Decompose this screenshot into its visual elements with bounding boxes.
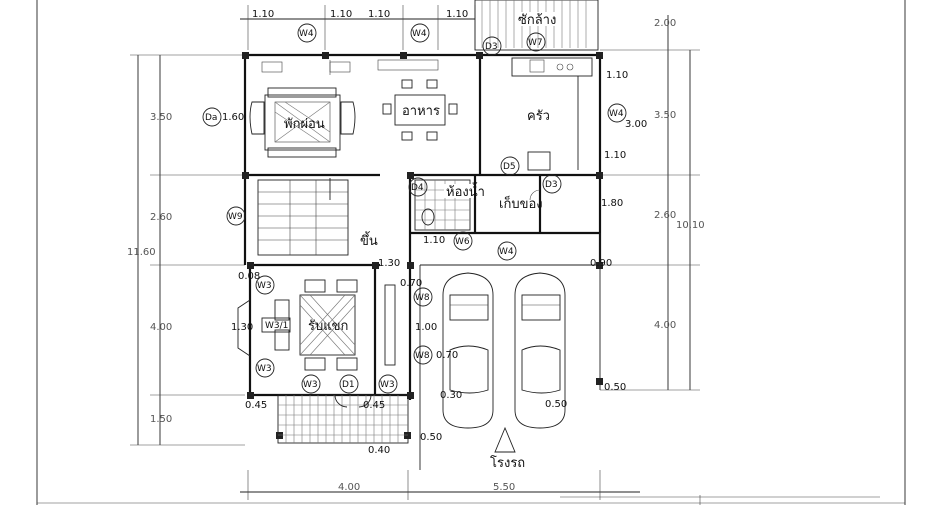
room-label-storage: เก็บของ [499,194,543,212]
room-label-reception: รับแขก [308,319,348,334]
tag-w4-right: W4 [609,109,624,119]
tag-w3-upper: W3 [257,281,272,291]
dim-right-total: 10.10 [676,220,705,231]
dim-inner-0-08: 0.08 [238,271,260,282]
dim-inner-0-50-b: 0.50 [545,399,567,410]
tag-w8-lower: W8 [415,351,430,361]
dim-right-2: 3.50 [654,110,676,121]
columns [242,52,603,439]
tag-w8-upper: W8 [415,293,430,303]
dim-inner-3-00: 3.00 [625,119,647,130]
room-label-laundry: ซักล้าง [518,13,556,28]
bottom-dimension-chain: 4.00 5.50 [240,470,640,500]
dim-inner-0-50-a: 0.50 [604,382,626,393]
storage-room: เก็บของ [499,189,543,212]
tag-w6: W6 [455,237,470,247]
top-dimension-chain: 1.10 1.10 1.10 1.10 [240,5,476,50]
dim-right-4: 4.00 [654,320,676,331]
inner-dimensions: 1.60 1.10 3.00 1.10 1.80 1.10 1.30 0.90 … [222,70,647,456]
dim-bottom-2: 5.50 [493,482,515,493]
bathroom: ห้องน้ำ [414,179,485,231]
laundry-area: ซักล้าง [474,0,599,51]
staircase: ขึ้น [257,178,378,256]
dim-inner-1-30-b: 1.30 [231,322,253,333]
dim-inner-0-45-b: 0.45 [363,400,385,411]
tag-da: Da [205,113,217,123]
dim-left-total: 11.60 [127,247,156,258]
living-room: พักผ่อน [249,60,356,158]
tag-w3-front-right: W3 [380,380,395,390]
opening-tags: W4 W4 W7 D3 Da W4 D5 D4 D3 W9 W6 W4 W3 W… [202,23,627,394]
label-stairs-up: ขึ้น [360,231,378,249]
dim-inner-0-90: 0.90 [590,258,612,269]
tag-d3-top: D3 [485,42,498,52]
tag-w7: W7 [528,38,543,48]
exterior-walls [243,53,602,400]
dim-inner-0-50-c: 0.50 [420,432,442,443]
dim-right-3: 2.60 [654,210,676,221]
room-label-kitchen: ครัว [527,109,550,124]
dim-top-2: 1.10 [330,9,352,20]
sheet-frame [36,0,906,505]
room-label-living: พักผ่อน [284,117,325,132]
tag-w4-top-left: W4 [299,29,314,39]
dim-inner-1-10-c: 1.10 [423,235,445,246]
tag-w4-garage: W4 [499,247,514,257]
dim-top-4: 1.10 [446,9,468,20]
dim-inner-1-10-b: 1.10 [604,150,626,161]
dining-area: อาหาร [377,59,458,141]
dim-left-4: 1.50 [150,414,172,425]
dim-inner-0-70-b: 0.70 [436,350,458,361]
car-right [514,272,566,429]
kitchen: ครัว [511,57,593,171]
right-dimension-chain: 2.00 3.50 2.60 10.10 4.00 [600,15,705,391]
tag-w3-front-left: W3 [303,380,318,390]
room-label-dining: อาหาร [402,104,440,119]
dim-left-3: 4.00 [150,322,172,333]
dim-inner-0-40: 0.40 [368,445,390,456]
dim-inner-0-45-a: 0.45 [245,400,267,411]
dim-left-1: 3.50 [150,112,172,123]
dim-inner-1-30-a: 1.30 [378,258,400,269]
dim-top-1: 1.10 [252,9,274,20]
dim-bottom-1: 4.00 [338,482,360,493]
front-porch [277,394,409,444]
tag-w9: W9 [228,212,243,222]
room-label-garage: โรงรถ [490,455,525,471]
left-dimension-chain: 3.50 2.60 11.60 4.00 1.50 [127,54,245,446]
garage: โรงรถ [419,265,566,471]
dim-left-2: 2.60 [150,212,172,223]
tag-d1: D1 [342,380,355,390]
tag-d4: D4 [411,183,424,193]
car-left [442,272,494,429]
tag-w3-bay: W3/1 [265,321,288,331]
dim-right-1: 2.00 [654,18,676,29]
dim-inner-1-80: 1.80 [601,198,623,209]
dim-inner-1-60: 1.60 [222,112,244,123]
dim-inner-0-30: 0.30 [440,390,462,401]
dim-inner-0-70-a: 0.70 [400,278,422,289]
room-label-bathroom: ห้องน้ำ [446,182,485,200]
tag-w3-lower: W3 [257,364,272,374]
tag-d3-storage: D3 [545,180,558,190]
tag-w4-top-right: W4 [412,29,427,39]
reception-room: รับแขก [237,279,396,371]
dim-top-3: 1.10 [368,9,390,20]
tag-d5: D5 [503,162,516,172]
dim-inner-1-00: 1.00 [415,322,437,333]
dim-inner-1-10-a: 1.10 [606,70,628,81]
